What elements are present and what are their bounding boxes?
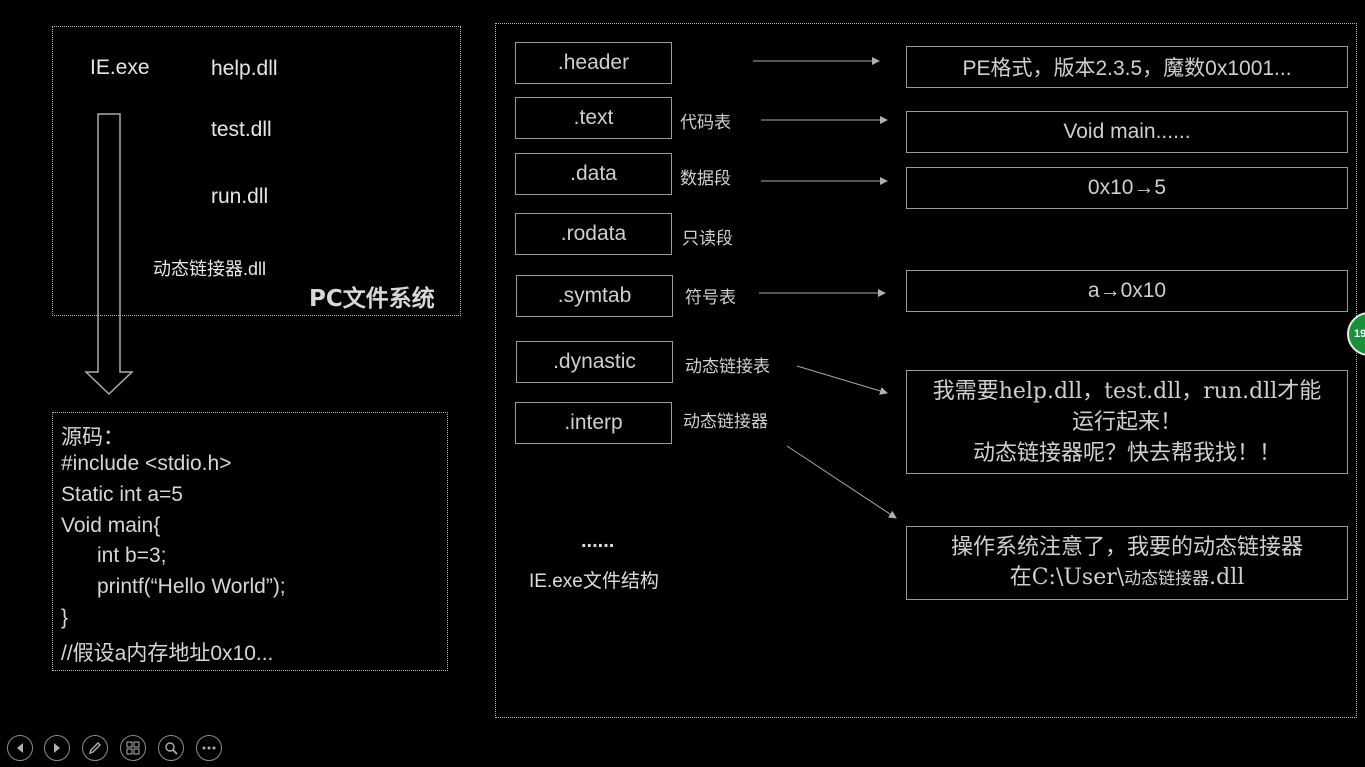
- desc-symtab-text: a→0x10: [1087, 279, 1167, 302]
- desc-data-text: 0x10→5: [1087, 176, 1167, 199]
- next-icon: [54, 743, 60, 753]
- desc-dynastic: 我需要help.dll，test.dll，run.dll才能 运行起来！ 动态链…: [906, 370, 1348, 474]
- pc-filesystem-caption: PC文件系统: [309, 286, 435, 312]
- more-button[interactable]: [196, 735, 222, 761]
- file-help-dll: help.dll: [211, 57, 278, 80]
- pc-filesystem-panel: IE.exe help.dll test.dll run.dll 动态链接器.d…: [52, 26, 461, 316]
- desc-interp-prefix: 在C:\User\: [1009, 564, 1125, 590]
- annotation-readonly-segment: 只读段: [682, 229, 733, 249]
- zoom-button[interactable]: [158, 735, 184, 761]
- desc-text-text: Void main......: [1063, 120, 1191, 143]
- previous-button[interactable]: [7, 735, 33, 761]
- code-line: //假设a内存地址0x10...: [61, 642, 274, 665]
- desc-interp: 操作系统注意了，我要的动态链接器 在C:\User\动态链接器.dll: [906, 526, 1348, 600]
- code-line: #include <stdio.h>: [61, 452, 232, 475]
- desc-text: Void main......: [906, 111, 1348, 153]
- file-dynamic-linker-dll: 动态链接器.dll: [153, 259, 267, 279]
- segment-rodata: .rodata: [515, 213, 672, 255]
- source-code-panel: 源码： #include <stdio.h> Static int a=5 Vo…: [52, 412, 448, 671]
- desc-dynastic-line: 动态链接器呢？快去帮我找！！: [972, 440, 1281, 466]
- segment-label: .text: [573, 106, 614, 129]
- arrow-interp: [786, 445, 897, 519]
- desc-interp-line1: 操作系统注意了，我要的动态链接器: [950, 534, 1303, 560]
- desc-header: PE格式，版本2.3.5，魔数0x1001...: [906, 46, 1348, 88]
- segment-header: .header: [515, 42, 672, 84]
- desc-header-text: PE格式，版本2.3.5，魔数0x1001...: [962, 57, 1292, 80]
- code-line: Void main{: [61, 514, 161, 537]
- desc-interp-small: 动态链接器: [1124, 568, 1210, 589]
- annotation-symbol-table: 符号表: [685, 288, 736, 308]
- zoom-icon: [165, 742, 178, 755]
- segment-label: .data: [570, 162, 617, 185]
- more-icon: [202, 746, 216, 750]
- structure-caption: IE.exe文件结构: [529, 571, 659, 592]
- code-line: Static int a=5: [61, 483, 183, 506]
- side-badge[interactable]: 19: [1347, 312, 1365, 356]
- segment-text: .text: [515, 97, 672, 139]
- desc-interp-suffix: .dll: [1209, 564, 1245, 590]
- annotation-dynamic-link-table: 动态链接表: [685, 357, 770, 377]
- structure-ellipsis: ......: [581, 530, 615, 552]
- desc-dynastic-line: 运行起来！: [1071, 409, 1182, 435]
- desc-dynastic-line: 我需要help.dll，test.dll，run.dll才能: [932, 378, 1322, 404]
- annotation-data-segment: 数据段: [680, 169, 731, 189]
- segment-label: .symtab: [557, 284, 632, 307]
- code-line: 源码：: [61, 426, 124, 449]
- annotation-dynamic-linker: 动态链接器: [683, 412, 768, 432]
- segment-symtab: .symtab: [516, 275, 673, 317]
- desc-interp-line2: 在C:\User\动态链接器.dll: [1010, 563, 1245, 594]
- pen-icon: [88, 742, 101, 755]
- code-line: int b=3;: [97, 544, 167, 567]
- pen-button[interactable]: [82, 735, 108, 761]
- slides-icon: [126, 741, 140, 755]
- arrow-dynastic: [796, 365, 888, 395]
- file-ie-exe: IE.exe: [90, 56, 150, 79]
- next-button[interactable]: [44, 735, 70, 761]
- segment-dynastic: .dynastic: [516, 341, 673, 383]
- code-line: printf(“Hello World”);: [97, 575, 286, 598]
- segment-label: .header: [557, 51, 630, 74]
- ie-exe-structure-panel: [495, 23, 1357, 718]
- previous-icon: [17, 743, 23, 753]
- code-line: }: [61, 606, 69, 629]
- side-badge-number: 19: [1354, 328, 1365, 340]
- desc-symtab: a→0x10: [906, 270, 1348, 312]
- segment-label: .interp: [564, 411, 623, 434]
- file-test-dll: test.dll: [211, 118, 272, 141]
- annotation-code-table: 代码表: [680, 113, 731, 133]
- segment-label: .dynastic: [553, 350, 636, 373]
- segment-label: .rodata: [560, 222, 627, 245]
- segment-data: .data: [515, 153, 672, 195]
- desc-data: 0x10→5: [906, 167, 1348, 209]
- down-arrow-icon: [84, 113, 134, 396]
- segment-interp: .interp: [515, 402, 672, 444]
- slides-button[interactable]: [120, 735, 146, 761]
- file-run-dll: run.dll: [211, 185, 269, 208]
